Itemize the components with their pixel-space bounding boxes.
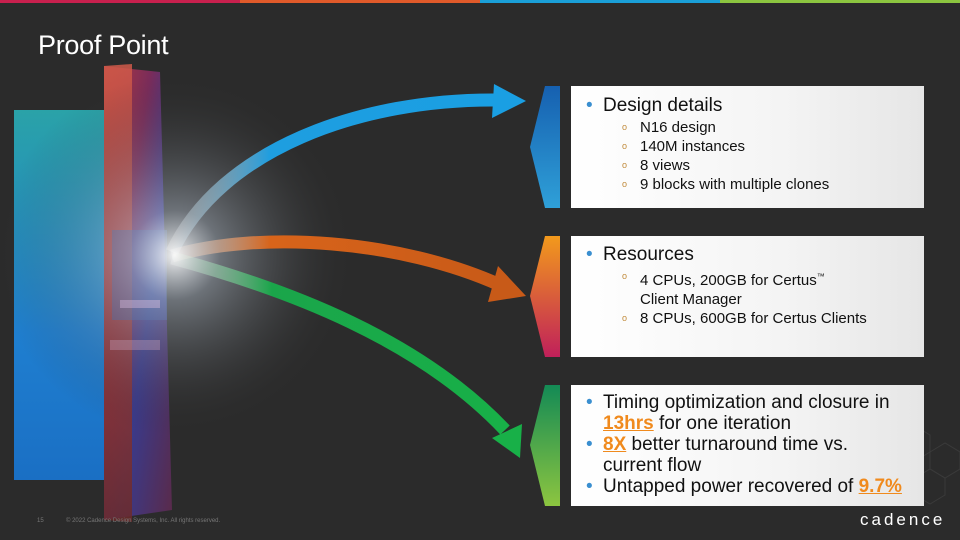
highlight-value: 13hrs	[603, 413, 654, 434]
resources-heading: Resources	[571, 244, 924, 265]
copyright-text: © 2022 Cadence Design Systems, Inc. All …	[66, 518, 221, 524]
bullet-text: better turnaround time vs. current flow	[603, 434, 849, 476]
results-card: Timing optimization and closure in 13hrs…	[571, 385, 924, 506]
resource-line-2: Client Manager	[640, 291, 742, 308]
design-details-heading: Design details	[571, 95, 924, 116]
cadence-logo: cadence	[860, 510, 946, 529]
list-item: 9 blocks with multiple clones	[571, 175, 924, 194]
highlight-value: 9.7%	[858, 476, 902, 497]
list-item: 4 CPUs, 200GB for Certus™ Client Manager	[571, 267, 924, 309]
slide-title: Proof Point	[38, 30, 169, 60]
page-number: 15	[37, 518, 44, 524]
trademark-symbol: ™	[816, 272, 825, 281]
resource-line-1: 4 CPUs, 200GB for Certus	[640, 272, 817, 289]
list-item: 8 CPUs, 600GB for Certus Clients	[571, 309, 924, 328]
list-item: Untapped power recovered of 9.7%	[571, 476, 924, 497]
resources-card: Resources 4 CPUs, 200GB for Certus™ Clie…	[571, 236, 924, 357]
list-item: N16 design	[571, 118, 924, 137]
highlight-value: 8X	[603, 434, 627, 455]
top-color-bar	[0, 0, 960, 3]
bullet-text: Timing optimization and closure in	[603, 392, 890, 413]
list-item: 8X better turnaround time vs. current fl…	[571, 434, 924, 476]
list-item: 140M instances	[571, 137, 924, 156]
bullet-text: Untapped power recovered of	[603, 476, 859, 497]
bullet-text: for one iteration	[653, 413, 792, 434]
list-item: Timing optimization and closure in 13hrs…	[571, 392, 924, 434]
list-item: 8 views	[571, 156, 924, 175]
design-details-card: Design details N16 design 140M instances…	[571, 86, 924, 208]
